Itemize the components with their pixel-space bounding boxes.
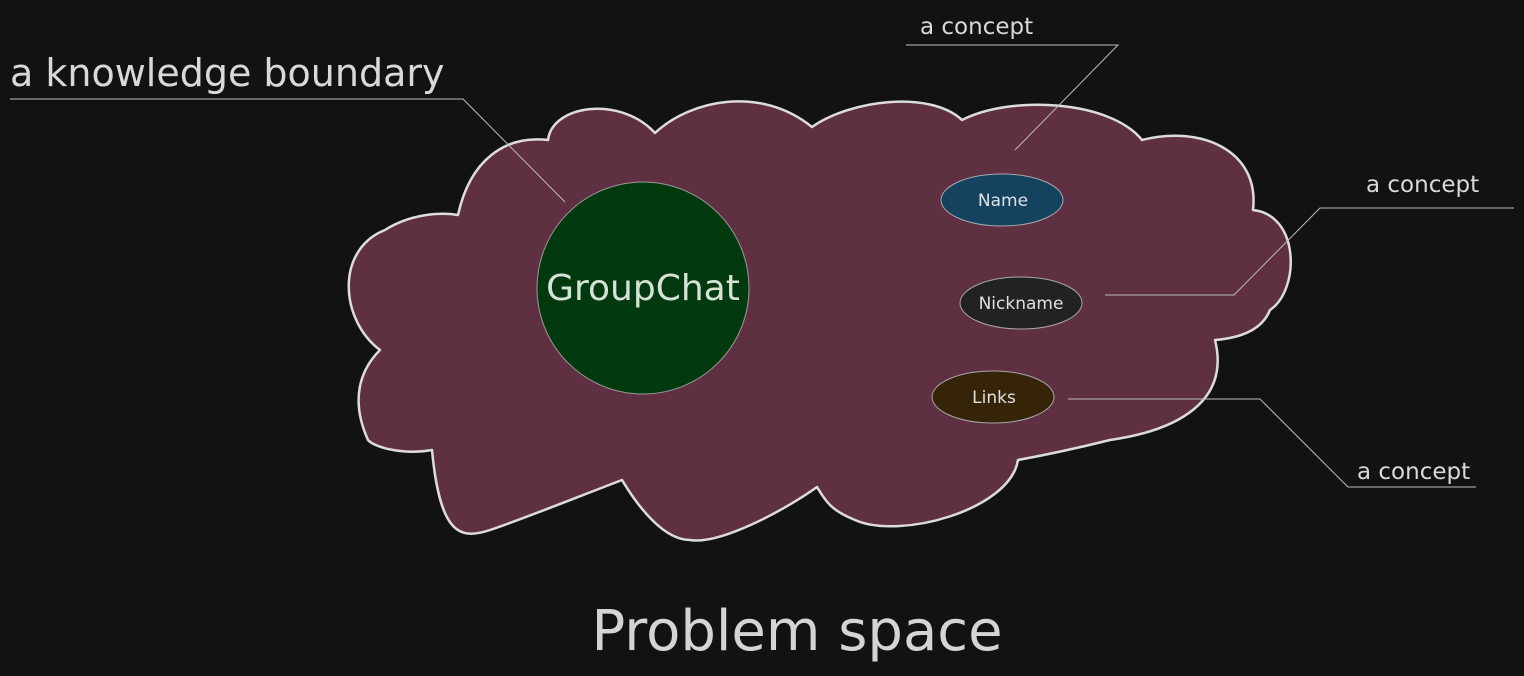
- concept-nickname-label: Nickname: [979, 294, 1064, 314]
- groupchat-label: GroupChat: [546, 268, 740, 309]
- concept-name-label: Name: [978, 191, 1028, 211]
- concept-links-leader: [1068, 398, 1476, 488]
- concept-links-node: [931, 370, 1055, 424]
- concept-name-annotation: a concept: [920, 14, 1033, 40]
- concept-nickname-node: [959, 276, 1083, 330]
- concept-name-leader: [906, 44, 1120, 151]
- knowledge-boundary-leader: [10, 98, 566, 203]
- concept-links-annotation: a concept: [1357, 459, 1470, 485]
- knowledge-boundary-annotation: a knowledge boundary: [10, 51, 444, 95]
- concept-name-node: [940, 173, 1064, 227]
- knowledge-boundary-cloud: [347, 100, 1292, 542]
- concept-nickname-annotation: a concept: [1366, 172, 1479, 198]
- diagram-title: Problem space: [591, 599, 1002, 664]
- groupchat-node: [536, 181, 750, 395]
- concept-links-label: Links: [972, 388, 1016, 408]
- concept-nickname-leader: [1105, 207, 1514, 296]
